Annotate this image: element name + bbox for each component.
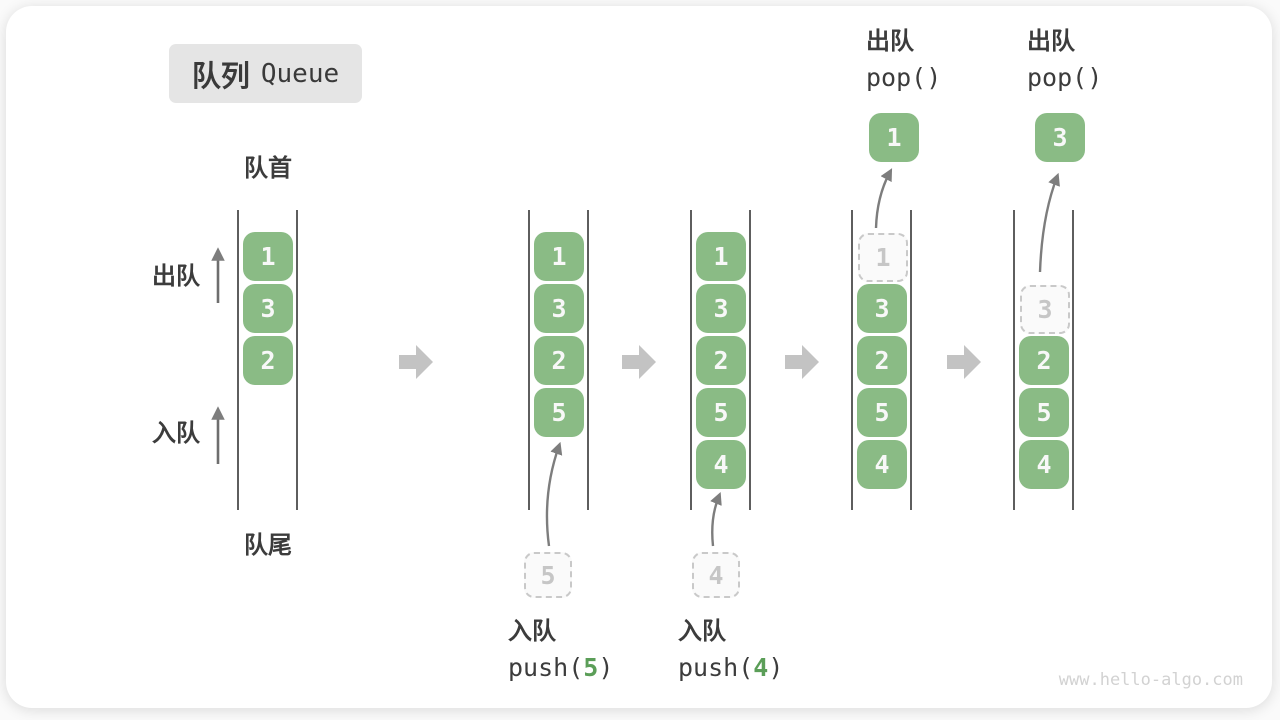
push-op-zh: 入队 [678,618,726,645]
ghost-cell: 3 [1020,285,1070,334]
queue-wall-left [1013,210,1015,510]
incoming-cell: 4 [692,552,740,598]
push-arg: 5 [583,653,599,682]
push-op-code: push(4) [678,653,784,682]
pop-op-code: pop() [866,63,942,92]
pop-op-code: pop() [1027,63,1103,92]
queue-wall-right [910,210,912,510]
queue-cell: 1 [243,232,293,281]
queue-cell: 2 [1019,336,1069,385]
queue-wall-right [749,210,751,510]
queue-wall-left [528,210,530,510]
title-en: Queue [260,58,340,89]
queue-wall-left [690,210,692,510]
push-op-code: push(5) [508,653,614,682]
queue-cell: 3 [696,284,746,333]
popped-cell: 3 [1035,113,1085,162]
queue-cell: 3 [534,284,584,333]
queue-cell: 2 [534,336,584,385]
queue-cell: 1 [696,232,746,281]
queue-cell: 5 [534,388,584,437]
queue-wall-left [851,210,853,510]
pop-op-zh: 出队 [1027,28,1075,55]
queue-cell: 2 [243,336,293,385]
queue-cell: 5 [696,388,746,437]
ghost-cell: 1 [858,233,908,282]
queue-wall-right [1072,210,1074,510]
queue-cell: 2 [696,336,746,385]
queue-wall-left [237,210,239,510]
queue-cell: 5 [857,388,907,437]
push-arg: 4 [753,653,769,682]
queue-cell: 4 [857,440,907,489]
push-op-label: 入队 push(5) [508,618,614,682]
pop-op-label: 出队 pop() [1027,28,1103,92]
title-zh: 队列 [191,60,250,93]
push-op-zh: 入队 [508,618,556,645]
queue-wall-right [296,210,298,510]
enqueue-label: 入队 [152,420,200,447]
queue-cell: 4 [1019,440,1069,489]
watermark: www.hello-algo.com [1058,670,1243,690]
queue-cell: 5 [1019,388,1069,437]
queue-cell: 2 [857,336,907,385]
queue-rear-label: 队尾 [244,532,292,559]
diagram-card [6,6,1272,708]
queue-cell: 1 [534,232,584,281]
incoming-cell: 5 [524,552,572,598]
dequeue-label: 出队 [152,263,200,290]
pop-op-label: 出队 pop() [866,28,942,92]
pop-op-zh: 出队 [866,28,914,55]
queue-cell: 3 [857,284,907,333]
queue-front-label: 队首 [244,155,292,182]
queue-wall-right [587,210,589,510]
push-op-label: 入队 push(4) [678,618,784,682]
queue-cell: 3 [243,284,293,333]
queue-cell: 4 [696,440,746,489]
popped-cell: 1 [869,113,919,162]
title-box: 队列 Queue [169,44,362,103]
